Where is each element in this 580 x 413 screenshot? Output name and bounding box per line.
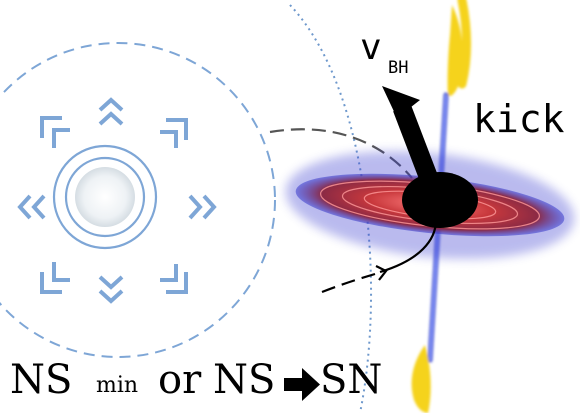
caption-sn: SN: [320, 357, 383, 403]
caption-ns-second: NS: [213, 357, 276, 403]
ns-inner-ring: [64, 156, 146, 238]
double-chevron-icon-upleft: [40, 116, 70, 148]
double-chevron-icon-downright: [160, 264, 188, 294]
double-chevron-icon-right: [188, 194, 217, 220]
velocity-subscript: BH: [388, 58, 409, 78]
double-chevron-icon-upright: [160, 118, 188, 148]
jet: [411, 0, 472, 413]
ns-outer-ring: [52, 144, 158, 250]
trajectory-outgoing-dashed: [321, 272, 376, 294]
trajectory-solid: [379, 219, 438, 274]
trajectory-arrowhead: [375, 265, 388, 281]
kick-label: kick: [473, 97, 565, 141]
black-hole: [402, 172, 478, 228]
double-chevron-icon-up: [98, 97, 124, 126]
velocity-label: v: [360, 27, 382, 68]
neutron-star: [75, 167, 135, 227]
caption-min-subscript: min: [96, 373, 139, 398]
double-chevron-icon-downleft: [40, 262, 70, 294]
caption-or: or: [158, 357, 202, 403]
arrow-up-left-icon: [382, 86, 437, 180]
caption-ns-first: NS: [10, 357, 73, 403]
double-chevron-icon-left: [17, 194, 46, 220]
outer-dashed-circle: [0, 42, 276, 358]
double-chevron-icon-down: [98, 275, 124, 304]
arrow-right-icon: [284, 368, 320, 401]
